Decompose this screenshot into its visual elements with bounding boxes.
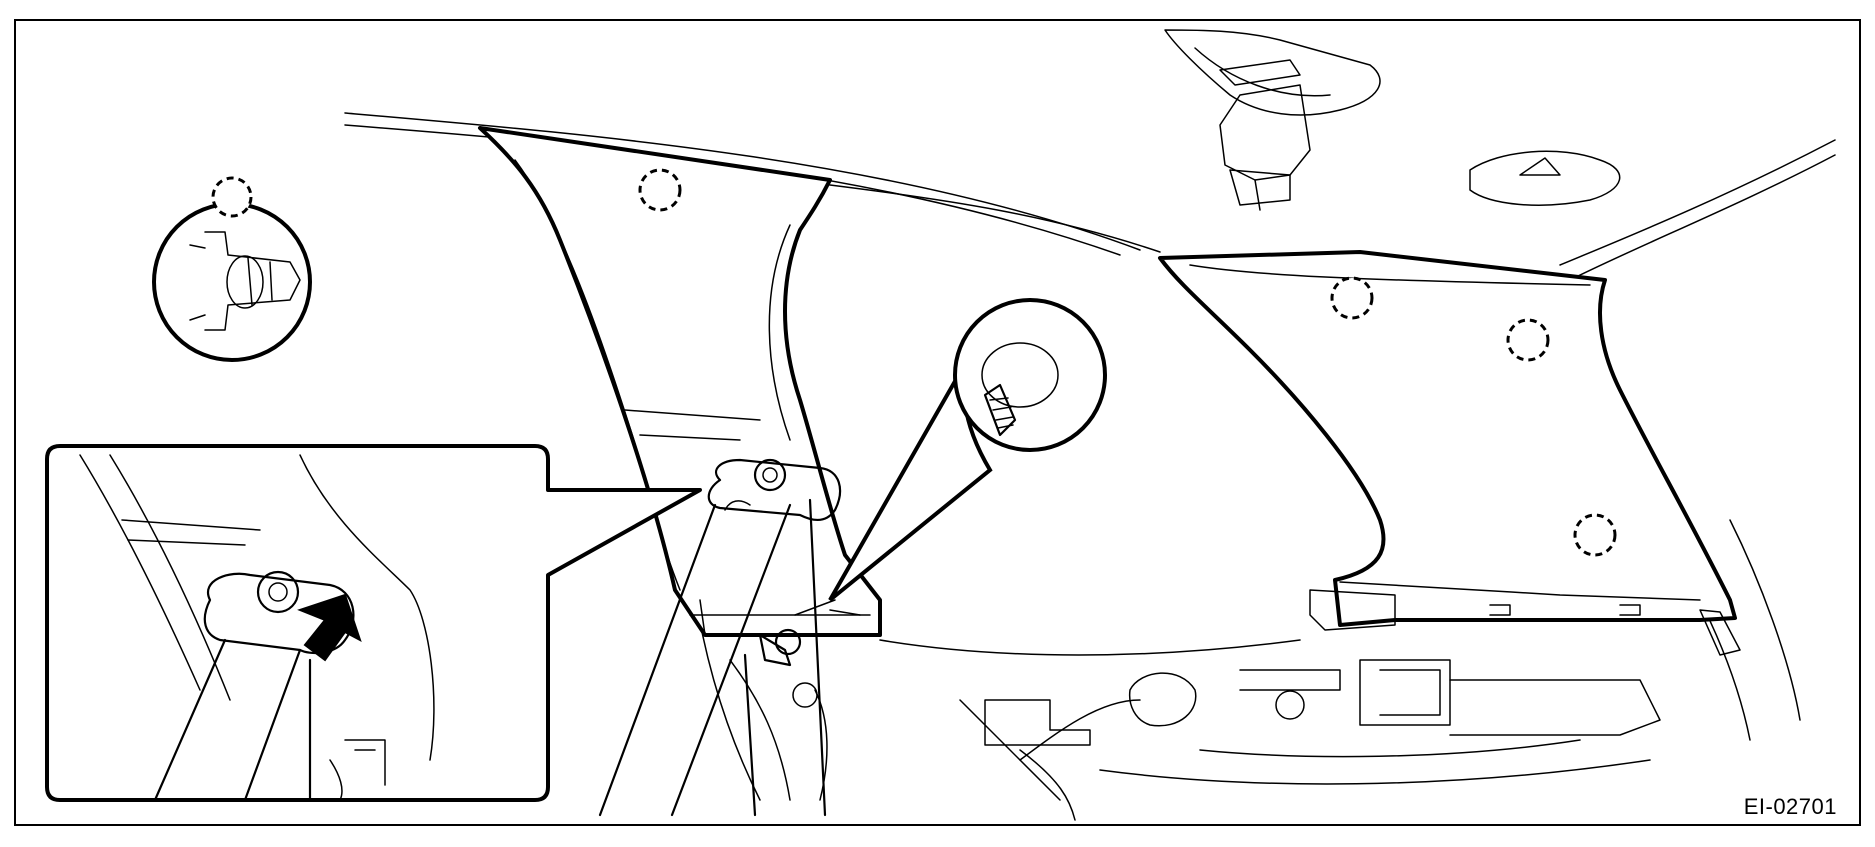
pillar-nut-bracket <box>707 458 842 667</box>
quarter-trim-clip-1 <box>1330 276 1374 320</box>
nut-icon <box>753 458 787 492</box>
quarter-trim-clip-3 <box>1573 513 1617 557</box>
quarter-trim-clip-2 <box>1506 318 1550 362</box>
arrow-icon <box>297 593 362 662</box>
inset-detail-box <box>45 444 702 802</box>
dome-light <box>1469 150 1621 206</box>
rear-quarter-trim-panel <box>1158 250 1741 656</box>
vehicle-body-lines <box>344 112 1836 821</box>
pillar-trim-panel <box>478 126 882 637</box>
figure-frame <box>14 19 1861 826</box>
pillar-trim-clip-position <box>638 168 682 212</box>
figure-id-label: EI-02701 <box>1743 794 1837 819</box>
seatbelt-anchor <box>1164 29 1381 211</box>
screw-clip-detail <box>794 298 1107 616</box>
push-clip-detail <box>152 176 312 362</box>
